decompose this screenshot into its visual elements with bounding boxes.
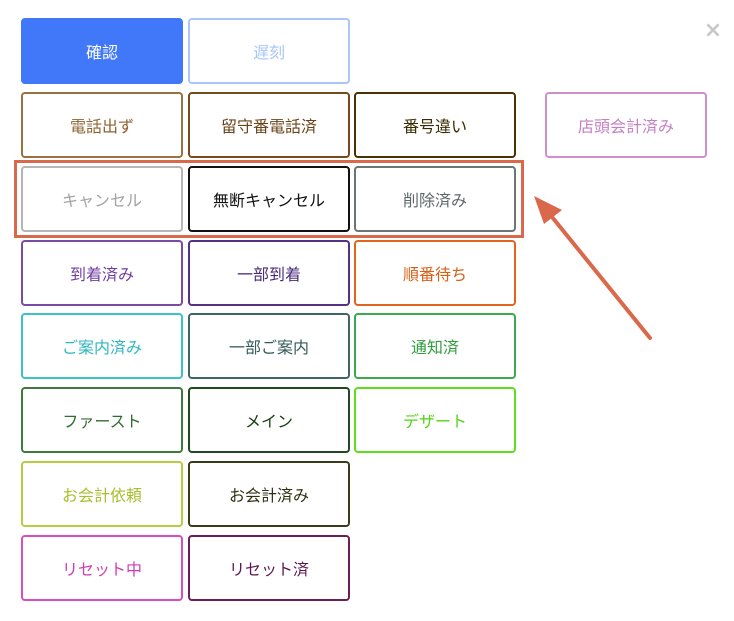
voicemail-done-button[interactable]: 留守番電話済: [188, 92, 350, 158]
partially-seated-button[interactable]: 一部ご案内: [188, 313, 350, 379]
main-course-button[interactable]: メイン: [188, 387, 350, 453]
no-show-cancel-button[interactable]: 無断キャンセル: [188, 166, 350, 232]
arrow-icon: [534, 196, 652, 340]
store-checkout-done-button[interactable]: 店頭会計済み: [545, 92, 707, 158]
no-answer-button[interactable]: 電話出ず: [21, 92, 183, 158]
checkout-done-button[interactable]: お会計済み: [188, 461, 350, 527]
seated-button[interactable]: ご案内済み: [21, 313, 183, 379]
late-button[interactable]: 遅刻: [188, 18, 350, 84]
arrived-button[interactable]: 到着済み: [21, 240, 183, 306]
first-course-button[interactable]: ファースト: [21, 387, 183, 453]
partially-arrived-button[interactable]: 一部到着: [188, 240, 350, 306]
close-icon[interactable]: ×: [703, 17, 723, 43]
cancel-button[interactable]: キャンセル: [21, 166, 183, 232]
confirm-button[interactable]: 確認: [21, 18, 183, 84]
waiting-in-order-button[interactable]: 順番待ち: [354, 240, 516, 306]
resetting-button[interactable]: リセット中: [21, 535, 183, 601]
checkout-requested-button[interactable]: お会計依頼: [21, 461, 183, 527]
deleted-button[interactable]: 削除済み: [354, 166, 516, 232]
wrong-number-button[interactable]: 番号違い: [354, 92, 516, 158]
dessert-button[interactable]: デザート: [354, 387, 516, 453]
notified-button[interactable]: 通知済: [354, 313, 516, 379]
reset-done-button[interactable]: リセット済: [188, 535, 350, 601]
